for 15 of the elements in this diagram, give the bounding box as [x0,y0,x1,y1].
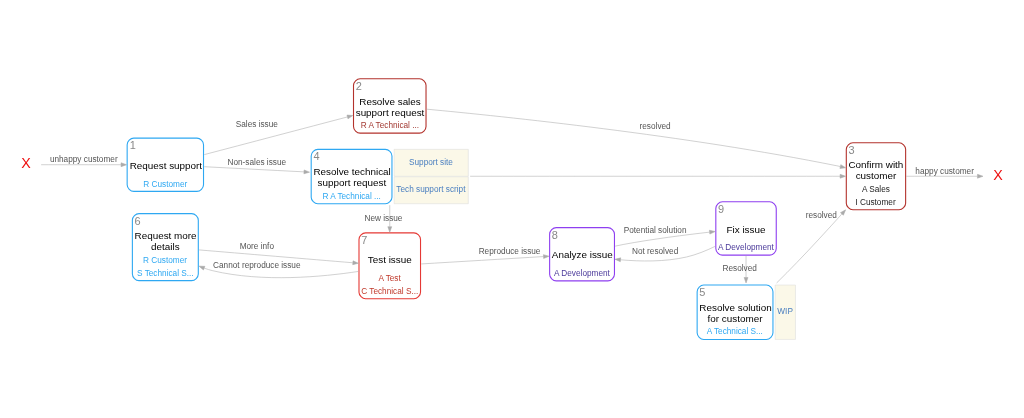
arrow [614,245,716,262]
arrow [198,249,359,265]
arrow [905,173,984,178]
arrow [420,253,550,264]
arrow [469,173,846,178]
arrow [198,265,359,278]
arrow [426,108,846,169]
arrow [743,254,749,283]
node-text: X [993,166,1003,183]
arrow [40,162,127,167]
arrow [204,165,310,174]
node-text: X [21,154,31,171]
arrow [204,114,354,155]
arrow [776,209,846,283]
arrow [614,229,716,246]
